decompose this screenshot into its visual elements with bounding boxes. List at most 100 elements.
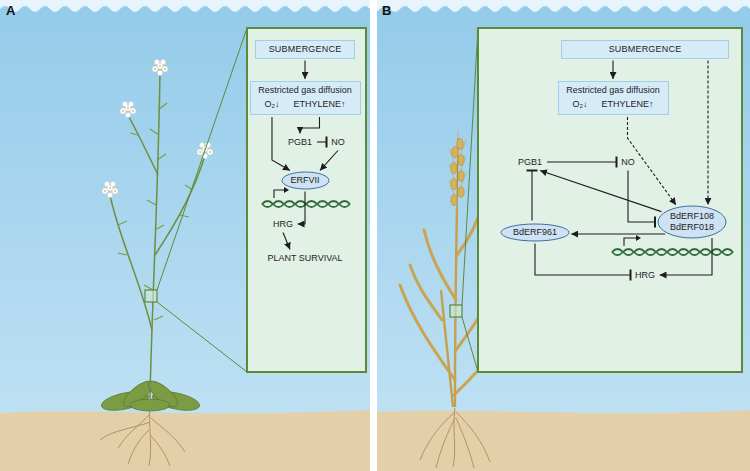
roots-part bbox=[151, 436, 170, 466]
spike-part bbox=[457, 139, 463, 150]
soil-part bbox=[377, 410, 750, 471]
stimulus-box: SUBMERGENCE bbox=[255, 40, 355, 59]
node-text: ERFVII bbox=[290, 175, 319, 186]
activation-connector bbox=[272, 117, 290, 170]
inhibition-connector bbox=[547, 161, 617, 162]
molecule-label: HRG bbox=[633, 269, 658, 282]
factor-ellipse: ERFVII bbox=[281, 171, 330, 190]
ellipse-outline bbox=[501, 224, 569, 241]
spike-part bbox=[458, 187, 464, 198]
roots-part bbox=[128, 430, 149, 464]
stems-part bbox=[155, 155, 205, 255]
spike-part bbox=[449, 130, 466, 194]
dna-a-part bbox=[274, 190, 284, 198]
node-text: O₂↓ bbox=[572, 99, 587, 110]
roots-part bbox=[456, 418, 474, 468]
activation-connector bbox=[571, 233, 665, 234]
roots-part bbox=[436, 418, 455, 468]
ellipse-outline bbox=[282, 172, 329, 189]
dna-b-part bbox=[636, 235, 641, 241]
stimulus-box: SUBMERGENCE bbox=[561, 40, 729, 59]
node-text: Restricted gas diffusion bbox=[565, 85, 662, 96]
inhibition-connector bbox=[317, 141, 327, 142]
stems-part bbox=[110, 195, 152, 330]
zoom-inset-a bbox=[145, 28, 366, 372]
rosette bbox=[100, 377, 201, 414]
zoom-inset-a-part bbox=[157, 28, 247, 372]
condition-box: Restricted gas diffusionO₂↓ ETHYLENE↑ bbox=[558, 81, 669, 115]
activation-connector bbox=[612, 61, 613, 80]
zoom-inset-b-part bbox=[462, 28, 478, 372]
node-text: NO bbox=[331, 137, 345, 147]
roots-part bbox=[453, 408, 455, 467]
leaves-part bbox=[410, 265, 442, 320]
ellipse-outline bbox=[658, 206, 726, 238]
node-text: PGB1 bbox=[288, 137, 312, 147]
factor-ellipse: BdERF108 BdERF018 bbox=[657, 205, 727, 239]
dna-b-part bbox=[624, 238, 636, 246]
roots-part bbox=[456, 412, 490, 462]
roots bbox=[420, 408, 490, 468]
panel-letter: A bbox=[6, 3, 15, 18]
siliques bbox=[118, 103, 193, 320]
activation-connector bbox=[540, 171, 661, 212]
node-text: PLANT SURVIVAL bbox=[267, 253, 342, 263]
node-text: ETHYLENE↑ bbox=[601, 99, 653, 110]
soil-part bbox=[0, 410, 370, 471]
node-text: SUBMERGENCE bbox=[269, 44, 342, 54]
molecule-label: HRG bbox=[271, 218, 296, 231]
dna-a-part bbox=[284, 187, 289, 193]
zoom-inset-b-part bbox=[450, 305, 462, 317]
inhibition-connector bbox=[535, 244, 631, 276]
spike bbox=[449, 130, 466, 208]
activation-connector bbox=[627, 117, 676, 205]
molecule-label: NO bbox=[329, 136, 348, 149]
rosette-part bbox=[130, 399, 170, 411]
node-text: HRG bbox=[273, 219, 293, 229]
panel-letter: B bbox=[382, 3, 391, 18]
activation-connector bbox=[300, 117, 319, 134]
dna-b-part bbox=[612, 249, 733, 255]
molecule-label: PLANT SURVIVAL bbox=[265, 252, 346, 265]
node-text: Restricted gas diffusion bbox=[257, 85, 354, 96]
condition-box: Restricted gas diffusionO₂↓ETHYLENE↑ bbox=[250, 81, 361, 115]
activation-connector bbox=[660, 238, 713, 275]
stems bbox=[110, 72, 205, 398]
arabidopsis-plant bbox=[100, 59, 213, 466]
node-text: SUBMERGENCE bbox=[609, 44, 682, 54]
dna-b-part bbox=[612, 249, 733, 255]
zoom-inset-b-part bbox=[478, 28, 742, 372]
molecule-label: NO bbox=[619, 156, 638, 169]
roots-part bbox=[151, 418, 185, 452]
node-text: BdERF961 bbox=[513, 227, 557, 238]
zoom-inset-a-part bbox=[145, 290, 157, 302]
dna-b bbox=[612, 235, 733, 255]
stems-part bbox=[150, 72, 160, 398]
activation-connector bbox=[298, 192, 306, 225]
dna-a-part bbox=[262, 201, 350, 207]
flowers-part bbox=[152, 59, 168, 75]
panel-gap bbox=[370, 0, 377, 471]
activation-connector bbox=[304, 61, 305, 80]
zoom-inset-b bbox=[450, 28, 742, 372]
node-text: HRG bbox=[635, 270, 655, 280]
roots bbox=[100, 406, 185, 466]
node-text: BdERF108 BdERF018 bbox=[670, 211, 714, 233]
activation-connector bbox=[320, 151, 338, 171]
molecule-label: PGB1 bbox=[285, 136, 315, 149]
flowers-part bbox=[120, 101, 136, 117]
inhibition-connector bbox=[628, 171, 655, 223]
node-text: NO bbox=[621, 157, 635, 167]
spike-part bbox=[451, 195, 457, 206]
leaves-part bbox=[424, 230, 456, 300]
dna-a-part bbox=[262, 201, 350, 207]
node-text: ETHYLENE↑ bbox=[293, 99, 345, 110]
spike-part bbox=[452, 147, 458, 158]
flowers-part bbox=[102, 181, 118, 197]
